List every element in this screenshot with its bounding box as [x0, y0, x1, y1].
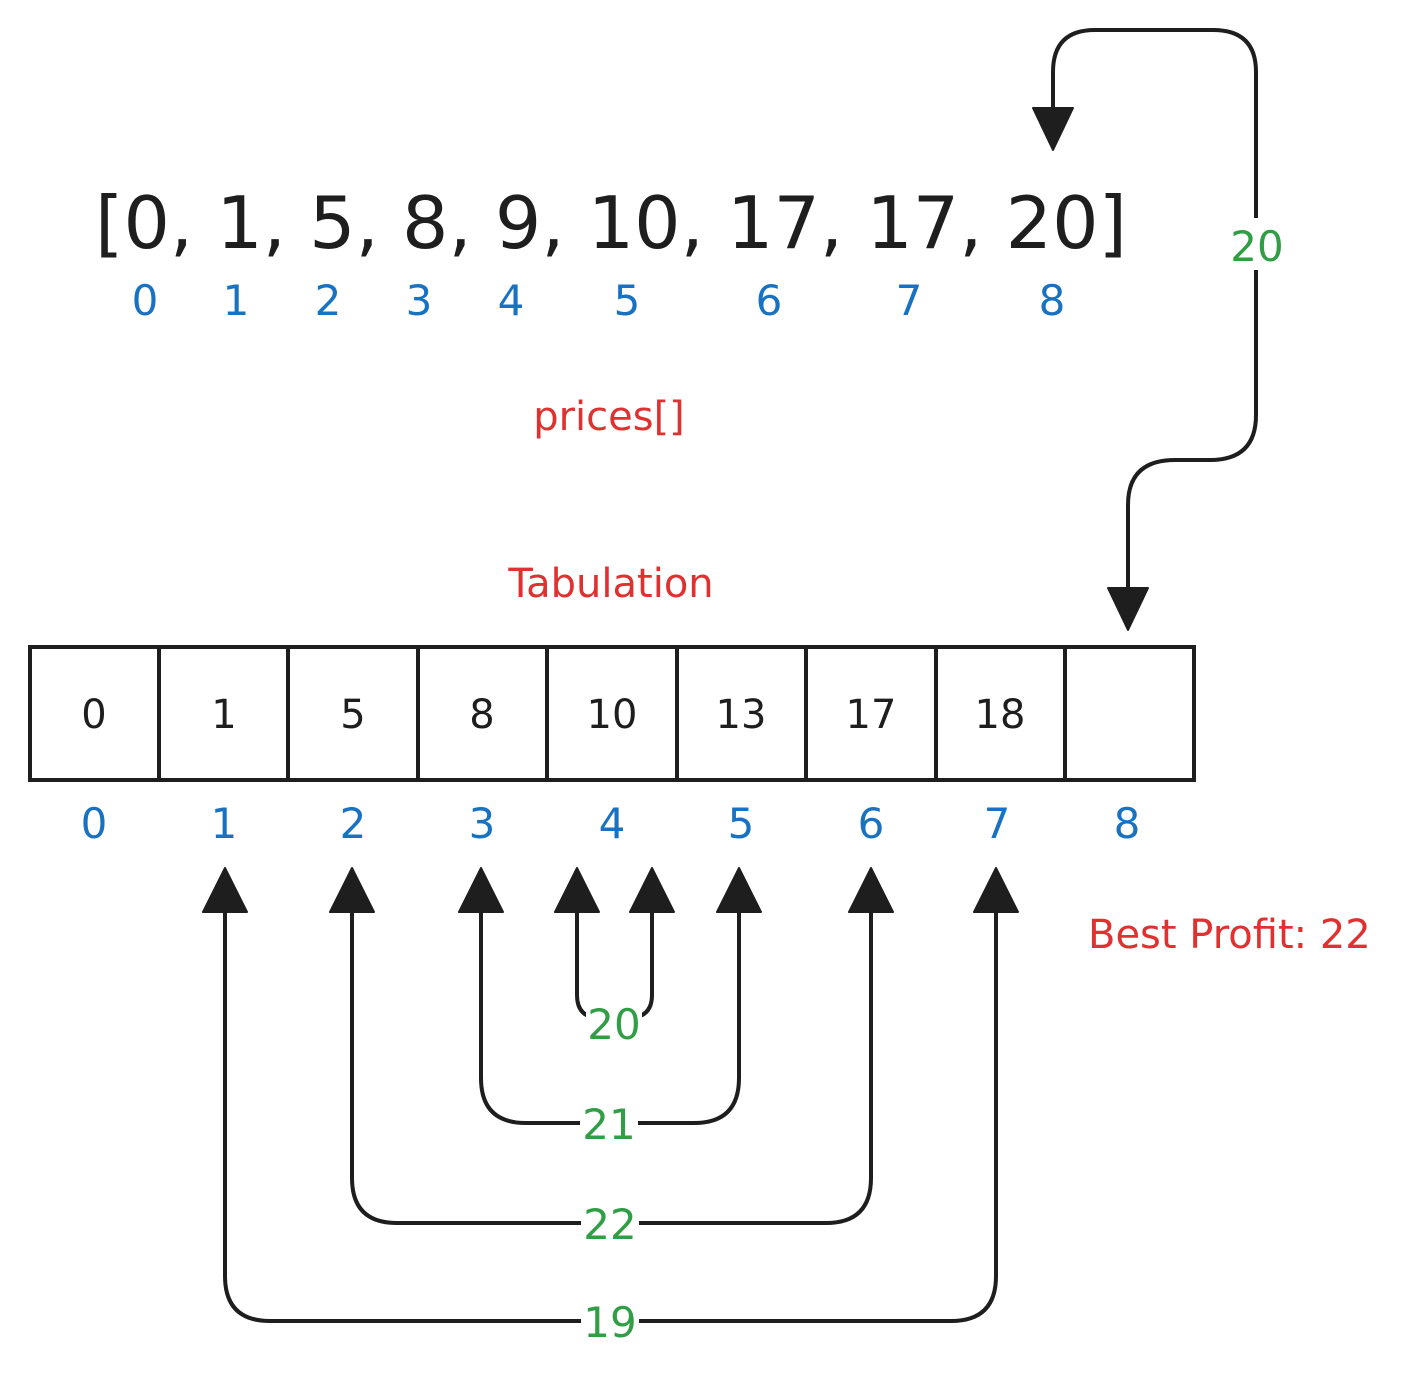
prices-index: 0: [132, 276, 159, 325]
tabulation-index: 6: [858, 799, 885, 848]
tabulation-cell-value: 5: [340, 692, 365, 738]
tabulation-cell-value: 13: [716, 692, 767, 738]
tabulation-cell-empty: [1063, 645, 1196, 782]
connector-1-7-arrowhead-left: [202, 867, 248, 913]
connector-4-4-value: 20: [587, 1000, 640, 1049]
tabulation-index: 5: [728, 799, 755, 848]
connector-top: 20: [1032, 28, 1284, 631]
tabulation-cell: [545, 645, 679, 782]
tabulation-index-row: 0 1 2 3 4 5 6 7 8: [81, 799, 1141, 848]
tabulation-index: 8: [1114, 799, 1141, 848]
connector-2-6: 22: [329, 867, 894, 1249]
tabulation-index: 7: [984, 799, 1011, 848]
prices-array-text: [0, 1, 5, 8, 9, 10, 17, 17, 20]: [95, 181, 1127, 265]
prices-index: 6: [756, 276, 783, 325]
connector-4-4-arrowhead-right: [629, 867, 675, 913]
tabulation-cell-value: 10: [587, 692, 638, 738]
connector-1-7-arrowhead-right: [973, 867, 1019, 913]
prices-index: 8: [1039, 276, 1066, 325]
tabulation-cell: [675, 645, 808, 782]
prices-index: 4: [498, 276, 525, 325]
tabulation-index: 3: [469, 799, 496, 848]
connector-top-arrowhead-prices: [1032, 107, 1074, 151]
connector-1-7: 19: [202, 867, 1019, 1347]
tabulation-cell: [934, 645, 1067, 782]
tabulation-cell: [28, 645, 161, 782]
tabulation-cell-value: 8: [469, 692, 494, 738]
connector-2-6-arrowhead-left: [329, 867, 375, 913]
prices-index: 1: [223, 276, 250, 325]
connector-2-6-value: 22: [583, 1200, 636, 1249]
tabulation-cell: [804, 645, 938, 782]
tabulation-cell: [157, 645, 290, 782]
tabulation-cell-value: 18: [975, 692, 1026, 738]
tabulation-cell-value: 1: [211, 692, 236, 738]
prices-index: 5: [614, 276, 641, 325]
tabulation-title: Tabulation: [507, 561, 713, 607]
connector-1-7-value: 19: [583, 1298, 636, 1347]
tabulation-cell: [286, 645, 420, 782]
tabulation-index: 4: [599, 799, 626, 848]
connector-2-6-arrowhead-right: [848, 867, 894, 913]
prices-caption: prices[]: [533, 394, 685, 440]
tabulation-index: 2: [340, 799, 367, 848]
connector-3-5-arrowhead-left: [458, 867, 504, 913]
connector-4-4: 20: [554, 867, 675, 1049]
prices-index-row: 0 1 2 3 4 5 6 7 8: [132, 276, 1066, 325]
connector-top-value: 20: [1230, 222, 1283, 271]
connector-3-5-arrowhead-right: [716, 867, 762, 913]
connector-4-4-arrowhead-left: [554, 867, 600, 913]
connector-3-5: 21: [458, 867, 762, 1149]
connector-top-line: [1051, 28, 1258, 592]
connector-2-6-line: [350, 908, 873, 1225]
tabulation-cell-value: 0: [81, 692, 106, 738]
tabulation-cell-value: 17: [846, 692, 897, 738]
prices-index: 7: [896, 276, 923, 325]
tabulation-table: 0 1 5 8 10 13 17 18: [28, 645, 1196, 782]
prices-index: 2: [315, 276, 342, 325]
best-profit-label: Best Profit: 22: [1088, 912, 1371, 958]
tabulation-index: 0: [81, 799, 108, 848]
connector-top-arrowhead-down: [1107, 587, 1149, 631]
prices-index: 3: [406, 276, 433, 325]
tabulation-index: 1: [211, 799, 238, 848]
connector-3-5-value: 21: [582, 1100, 635, 1149]
